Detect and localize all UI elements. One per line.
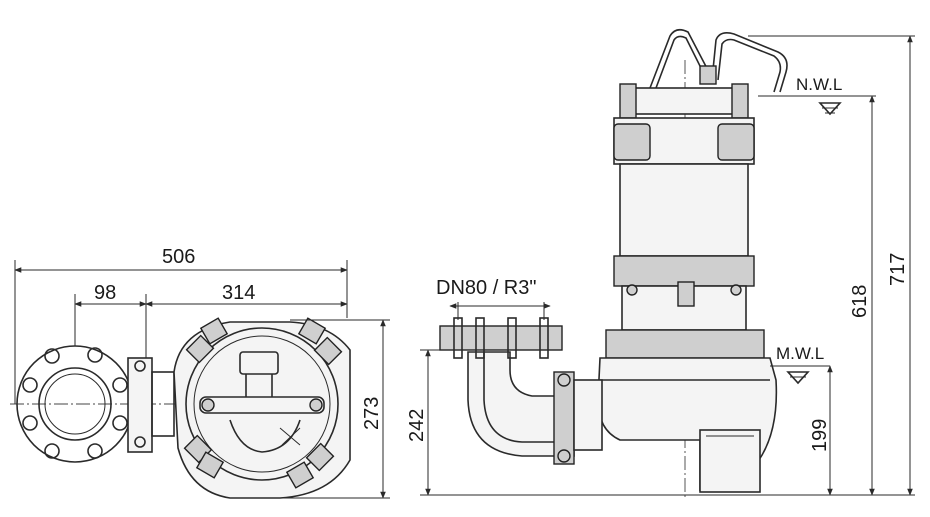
dim-flange-offset: 98 <box>94 282 116 304</box>
dim-outlet-height: 242 <box>406 409 428 442</box>
dim-overall-height: 717 <box>887 253 909 286</box>
elevation-view <box>420 28 915 500</box>
label-mwl: M.W.L <box>776 344 824 363</box>
plan-view <box>10 260 390 499</box>
label-outlet: DN80 / R3" <box>436 277 536 299</box>
dim-nwl-height: 618 <box>849 285 871 318</box>
label-nwl: N.W.L <box>796 75 842 94</box>
dim-body-width: 314 <box>222 282 255 304</box>
dim-mwl-height: 199 <box>809 419 831 452</box>
dim-overall-width: 506 <box>162 246 195 268</box>
dim-plan-height: 273 <box>361 397 383 430</box>
